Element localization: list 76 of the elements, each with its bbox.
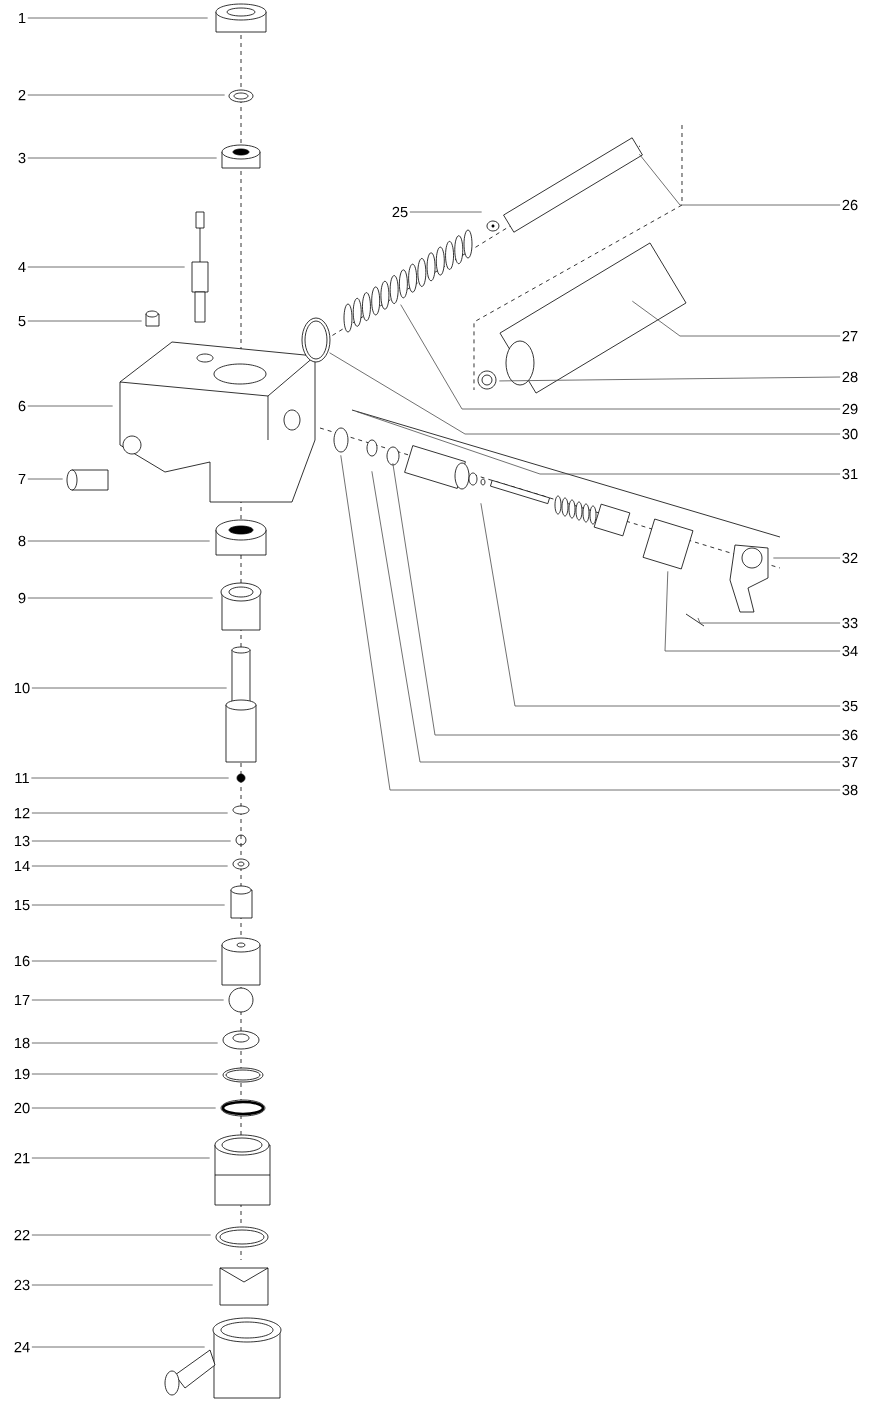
leader-line <box>27 478 64 480</box>
leader-line <box>329 352 841 435</box>
callout-number: 25 <box>392 206 408 218</box>
callout-number: 13 <box>14 835 30 847</box>
callout-number: 26 <box>842 199 858 211</box>
leader-line <box>400 304 841 410</box>
leader-line <box>31 1157 211 1159</box>
leader-line <box>631 300 841 337</box>
leader-line <box>638 153 841 206</box>
callout-number: 2 <box>18 89 26 101</box>
leader-line <box>498 376 841 382</box>
leader-line <box>697 617 841 624</box>
callout-number: 14 <box>14 860 30 872</box>
callout-number: 21 <box>14 1152 30 1164</box>
leader-line <box>31 960 218 962</box>
leader-line <box>27 94 226 96</box>
callout-number: 31 <box>842 468 858 480</box>
callout-number: 33 <box>842 617 858 629</box>
leader-line <box>664 570 841 652</box>
callout-number: 17 <box>14 994 30 1006</box>
leader-line <box>27 266 186 268</box>
leader-line <box>31 1284 214 1286</box>
leader-line <box>27 405 114 407</box>
callout-number: 32 <box>842 552 858 564</box>
callout-number: 28 <box>842 371 858 383</box>
leader-line <box>31 1346 206 1348</box>
leader-line <box>409 211 483 213</box>
leader-line <box>31 865 229 867</box>
callout-number: 22 <box>14 1229 30 1241</box>
callout-number: 16 <box>14 955 30 967</box>
leader-line <box>772 557 841 559</box>
leader-line <box>356 411 841 475</box>
leader-line <box>31 687 228 689</box>
callout-number: 9 <box>18 592 26 604</box>
leader-line <box>31 904 226 906</box>
leader-line <box>480 502 841 707</box>
callout-number: 11 <box>15 772 29 784</box>
callout-number: 29 <box>842 403 858 415</box>
leader-line <box>30 777 230 779</box>
leader-line <box>27 597 214 599</box>
callout-number: 8 <box>18 535 26 547</box>
callout-number: 1 <box>19 12 26 24</box>
callout-number: 27 <box>842 330 858 342</box>
callout-number: 20 <box>14 1102 30 1114</box>
leader-line <box>31 1042 219 1044</box>
leader-line <box>27 540 211 542</box>
callout-number: 15 <box>14 899 30 911</box>
callout-number: 19 <box>14 1068 30 1080</box>
leader-line <box>31 1107 217 1109</box>
leader-line <box>27 157 218 159</box>
callout-number: 7 <box>18 473 26 485</box>
callout-number: 3 <box>18 152 26 164</box>
leader-line <box>371 470 841 763</box>
leader-line <box>27 17 209 19</box>
callout-number: 18 <box>14 1037 30 1049</box>
leader-line <box>392 462 841 736</box>
callout-number: 30 <box>842 428 858 440</box>
callout-number: 38 <box>842 784 858 796</box>
callout-number: 37 <box>842 756 858 768</box>
callout-number: 5 <box>18 315 26 327</box>
leader-line <box>27 320 143 322</box>
leader-line <box>31 1073 219 1075</box>
leader-line <box>31 1234 212 1236</box>
callout-number: 23 <box>14 1279 30 1291</box>
callout-number: 6 <box>18 400 26 412</box>
callout-number: 12 <box>14 807 30 819</box>
callout-number: 34 <box>842 645 858 657</box>
callout-number: 24 <box>14 1341 30 1353</box>
leader-line <box>31 812 229 814</box>
callout-number: 35 <box>842 700 858 712</box>
callout-number: 36 <box>842 729 858 741</box>
leader-line <box>31 999 225 1001</box>
leader-line <box>340 454 841 791</box>
leader-line <box>31 840 232 842</box>
callout-number: 10 <box>14 682 30 694</box>
callout-number: 4 <box>18 261 26 273</box>
